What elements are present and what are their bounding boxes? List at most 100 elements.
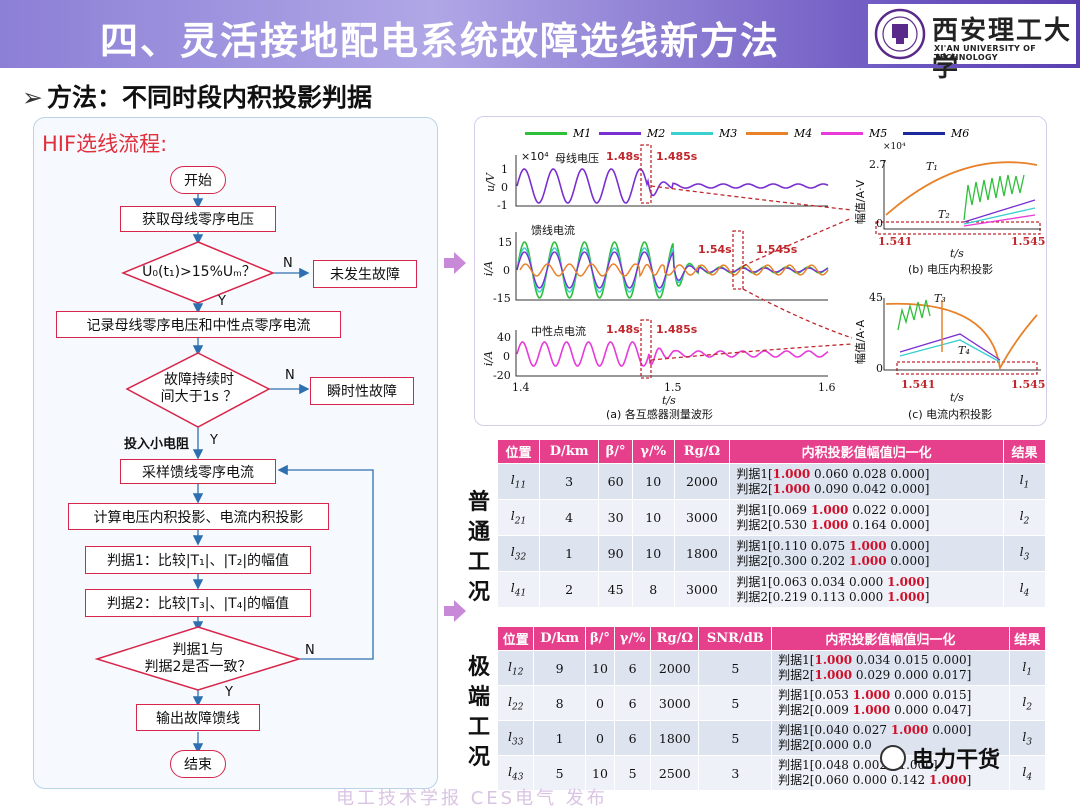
projection-line: 判据2[0.000 0.0 xyxy=(778,738,1006,753)
bullet-arrow-icon: ➢ xyxy=(22,83,43,112)
flow-insert-resistor-label: 投入小电阻 xyxy=(124,437,190,452)
angle-cell: 0 xyxy=(584,720,616,756)
resistance-cell: 2500 xyxy=(650,755,700,791)
flow-step-compute-projection: 计算电压内积投影、电流内积投影 xyxy=(68,503,329,530)
pos-symbol: l xyxy=(507,693,512,709)
projection-line: 判据1[0.063 0.034 0.000 1.000] xyxy=(736,575,1001,590)
feeder-tick-m15: -15 xyxy=(493,292,511,305)
angle-cell: 60 xyxy=(598,463,633,500)
resistance-cell: 1800 xyxy=(650,720,700,756)
position-cell: l22 xyxy=(496,685,535,721)
legend-swatch xyxy=(746,132,788,135)
position-cell: l12 xyxy=(496,650,535,686)
bus-unit: u/V xyxy=(483,173,497,192)
projection-text: 判据2[0.009 xyxy=(778,703,853,717)
angle-cell: 10 xyxy=(584,650,616,686)
vproj-x2: 1.545 xyxy=(1011,235,1046,248)
projection-text: 判据1[0.110 0.075 xyxy=(736,538,849,553)
projection-max-value: 1.000 xyxy=(810,517,849,532)
flow-decision-consistent-line1: 判据1与 xyxy=(172,642,224,658)
angle-cell: 45 xyxy=(598,571,633,608)
projection-text: 0.029 0.000 0.017] xyxy=(852,668,972,682)
iproj-T3: T₃ xyxy=(934,292,946,305)
projection-line: 判据1[0.110 0.075 1.000 0.000] xyxy=(736,539,1001,554)
flow-decision-duration: 故障持续时 间大于1s ？ xyxy=(148,372,250,406)
gamma-cell: 10 xyxy=(631,535,675,572)
legend-item-m3: M3 xyxy=(671,127,737,140)
table-header-5: 内积投影值幅值归一化 xyxy=(729,439,1004,464)
flow-no-label: N xyxy=(305,643,315,658)
iproj-T4: T₄ xyxy=(958,344,970,357)
flow-yes-label: Y xyxy=(225,685,233,700)
resistance-cell: 3000 xyxy=(673,571,731,608)
projection-max-value: 1.000 xyxy=(772,481,811,496)
flow-step-get-voltage: 获取母线零序电压 xyxy=(120,206,276,232)
distance-cell: 5 xyxy=(533,755,586,791)
pos-symbol: l xyxy=(507,728,512,744)
caption-b: (b) 电压内积投影 xyxy=(908,263,994,276)
pos-symbol: l xyxy=(507,658,512,674)
table-header-7: 结果 xyxy=(1008,626,1047,651)
distance-cell: 4 xyxy=(538,499,600,536)
projection-text: 判据1[0.048 0.0 xyxy=(778,758,872,772)
table-header-6: 结果 xyxy=(1002,439,1047,464)
angle-cell: 30 xyxy=(598,499,633,536)
flow-transient-fault: 瞬时性故障 xyxy=(310,377,414,405)
distance-cell: 9 xyxy=(533,650,586,686)
pos-subscript: 33 xyxy=(511,737,524,748)
normal-condition-label: 普通工况 xyxy=(467,490,490,605)
projection-text: 判据2[0.530 xyxy=(736,517,811,532)
bus-tick-0: 0 xyxy=(501,181,508,194)
projection-max-value: 1.000 xyxy=(814,668,853,682)
gamma-cell: 8 xyxy=(631,571,675,608)
wechat-watermark: 电力干货 xyxy=(880,742,1000,774)
x-tick-1.4: 1.4 xyxy=(512,381,530,394)
watermark-text: 电工技术学报 CES电气 发布 xyxy=(336,788,608,809)
snr-cell: 5 xyxy=(698,650,773,686)
header-bar: 四、灵活接地配电系统故障选线新方法 西安理工大学 XI'AN UNIVERSIT… xyxy=(0,0,1080,83)
projection-text: 0.000 0.015] xyxy=(890,688,972,702)
legend-swatch xyxy=(821,132,863,135)
vproj-x1: 1.541 xyxy=(878,235,913,248)
logo-cn-text: 西安理工大学 xyxy=(932,16,1073,83)
vproj-ymax: 2.7 xyxy=(869,158,887,171)
pos-symbol: l xyxy=(1022,693,1027,709)
gamma-cell: 6 xyxy=(614,650,652,686)
projection-max-value: 1.000 xyxy=(814,653,853,667)
position-cell: l33 xyxy=(496,720,535,756)
wechat-icon xyxy=(880,745,906,771)
pos-subscript: 3 xyxy=(1023,552,1030,563)
projection-text: 0.000 0.047] xyxy=(890,703,972,717)
pos-subscript: 2 xyxy=(1023,516,1030,527)
page-title: 四、灵活接地配电系统故障选线新方法 xyxy=(100,19,781,63)
caption-c: (c) 电流内积投影 xyxy=(908,408,993,421)
subtitle-text: 方法：不同时段内积投影判据 xyxy=(46,83,372,112)
projection-text: 0.034 0.015 0.000] xyxy=(852,653,972,667)
flow-step-record: 记录母线零序电压和中性点零序电流 xyxy=(56,311,341,338)
bus-time-2: 1.485s xyxy=(656,150,698,163)
vproj-T2: T₂ xyxy=(938,208,950,221)
pos-symbol: l xyxy=(1019,508,1024,524)
arrow-right-icon xyxy=(444,600,466,622)
snr-cell: 5 xyxy=(698,720,773,756)
projection-line: 判据2[1.000 0.029 0.000 0.017] xyxy=(778,668,1006,683)
table-header-2: β/° xyxy=(584,626,616,651)
neutral-time-2: 1.485s xyxy=(656,323,698,336)
flow-step-criterion1: 判据1：比较|T₁|、|T₂|的幅值 xyxy=(85,546,311,574)
flow-decision-consistent: 判据1与 判据2是否一致？ xyxy=(128,642,268,676)
projection-text: 判据2[0.060 0.000 0.142 xyxy=(778,773,929,787)
feeder-time-1: 1.54s xyxy=(698,243,732,256)
pos-symbol: l xyxy=(1019,544,1024,560)
distance-cell: 1 xyxy=(538,535,600,572)
distance-cell: 1 xyxy=(533,720,586,756)
pos-subscript: 32 xyxy=(514,552,527,563)
legend-item-m2: M2 xyxy=(599,127,665,140)
flow-decision-duration-line1: 故障持续时 xyxy=(164,372,234,388)
flow-step-sample-current: 采样馈线零序电流 xyxy=(120,459,276,484)
table-header-5: SNR/dB xyxy=(698,626,773,651)
projection-text: 判据1[0.040 0.027 xyxy=(778,723,891,737)
pos-symbol: l xyxy=(510,580,515,596)
projection-cell: 判据1[0.063 0.034 0.000 1.000]判据2[0.219 0.… xyxy=(729,571,1004,608)
iproj-x1: 1.541 xyxy=(901,378,936,391)
pos-symbol: l xyxy=(1019,472,1024,488)
